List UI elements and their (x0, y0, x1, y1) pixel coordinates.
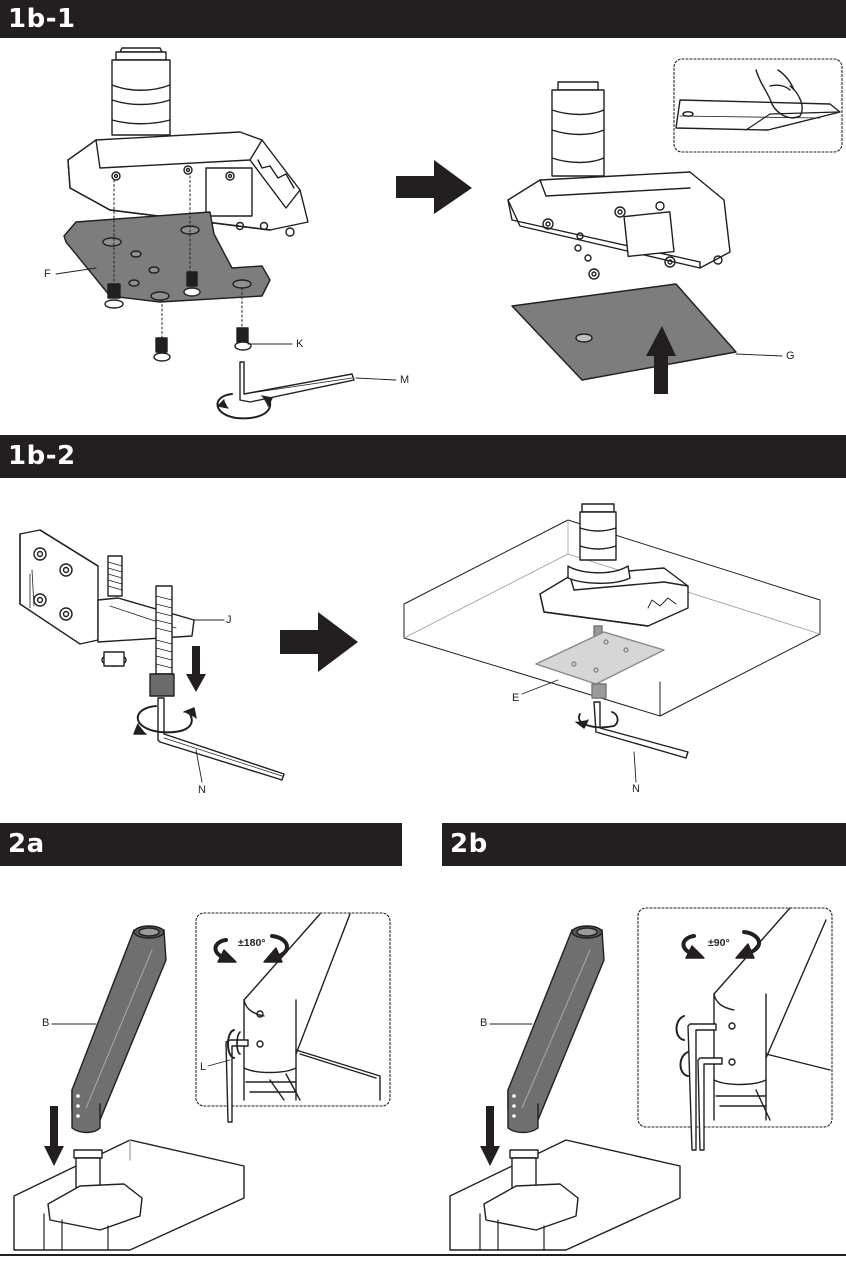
bottom-rule (0, 1254, 846, 1256)
part-label-n-grommet: N (632, 783, 640, 795)
section-header-1b-2: 1b-2 (0, 435, 846, 478)
rotation-angle-2a: ±180° (238, 937, 266, 949)
part-label-m: M (400, 374, 410, 386)
part-label-n-clamp: N (198, 784, 206, 796)
peel-adhesive-inset (673, 58, 843, 153)
part-label-k: K (296, 338, 304, 350)
part-label-f: F (44, 268, 51, 280)
rotation-inset-2a (195, 912, 391, 1123)
part-label-b-2a: B (42, 1017, 50, 1029)
section-header-2b: 2b (442, 823, 846, 866)
base-with-pad-illustration (507, 81, 783, 394)
arm-install-illustration-2a (13, 925, 245, 1251)
next-step-arrow-icon (280, 612, 358, 672)
next-step-arrow-icon (396, 160, 472, 214)
part-label-e: E (512, 692, 520, 704)
part-label-g: G (786, 350, 795, 362)
part-label-b-2b: B (480, 1017, 488, 1029)
rotation-angle-2b: ±90° (708, 937, 730, 949)
arm-install-illustration-2b (449, 925, 681, 1251)
desk-through-mount-illustration (403, 503, 821, 783)
section-header-2a: 2a (0, 823, 402, 866)
clamp-illustration (19, 529, 285, 783)
rotation-inset-2b (637, 907, 833, 1151)
part-label-l: L (200, 1061, 207, 1073)
section-header-1b-1: 1b-1 (0, 0, 846, 38)
part-label-j: J (226, 614, 232, 626)
base-mount-illustration (55, 47, 397, 420)
